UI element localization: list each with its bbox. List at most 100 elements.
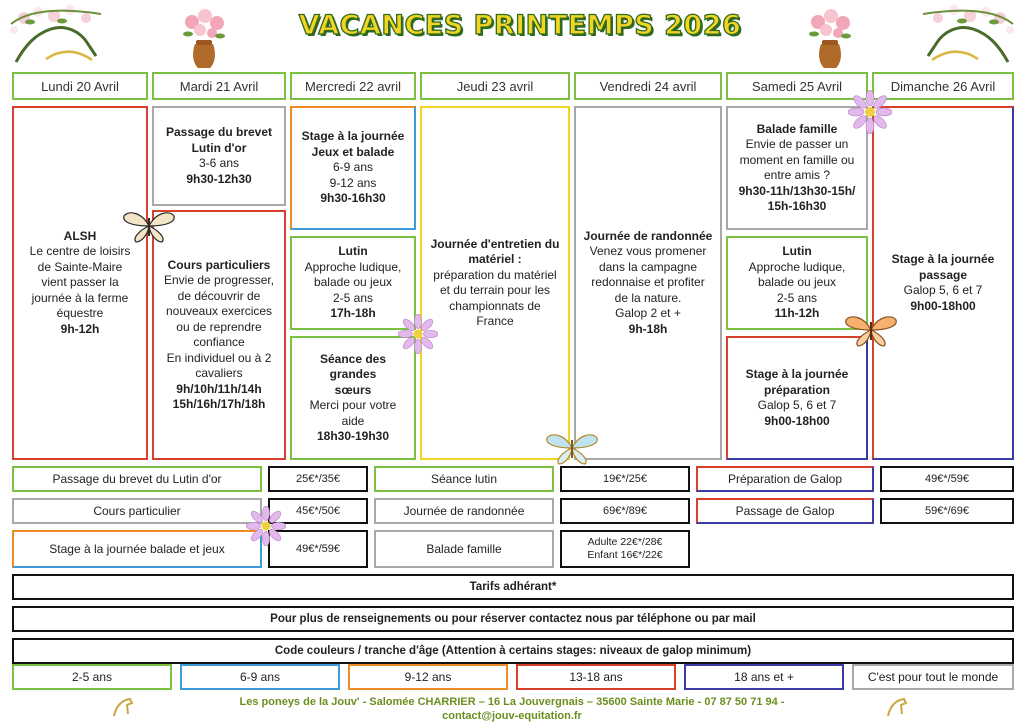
- activity-stage-passage: Stage à la journée passage Galop 5, 6 et…: [872, 106, 1014, 460]
- activity-time: 15h/16h/17h/18h: [172, 397, 266, 411]
- age-legend-6-9: 6-9 ans: [180, 664, 340, 690]
- activity-balade-famille: Balade famille Envie de passer un moment…: [726, 106, 868, 230]
- activity-line: Approche ludique,: [748, 259, 846, 274]
- price-label-randonnee: Journée de randonnée: [374, 498, 554, 524]
- age-legend-9-12: 9-12 ans: [348, 664, 508, 690]
- age-legend-2-5: 2-5 ans: [12, 664, 172, 690]
- activity-level: Galop 5, 6 et 7: [757, 398, 837, 412]
- activity-age: 2-5 ans: [776, 290, 818, 305]
- activity-level: Galop 2 et +: [615, 306, 681, 321]
- activity-time: 15h-16h30: [767, 199, 827, 213]
- activity-line: entre amis ?: [763, 168, 831, 182]
- activity-line: dans la campagne: [598, 259, 698, 274]
- activity-title: préparation: [763, 382, 830, 397]
- activity-stage-preparation: Stage à la journée préparation Galop 5, …: [726, 336, 868, 460]
- activity-line: vient passer la: [41, 275, 119, 290]
- activity-line: Merci pour votre: [309, 398, 397, 412]
- day-header-jeudi: Jeudi 23 avril: [420, 72, 570, 100]
- day-header-dimanche: Dimanche 26 Avril: [872, 72, 1014, 100]
- activity-title: Journée d'entretien du: [430, 236, 560, 251]
- price-value-lutin: 19€*/25€: [560, 466, 690, 492]
- horse-flowers-left-icon: [10, 5, 102, 63]
- activity-line: aide: [341, 413, 365, 428]
- activity-title: ALSH: [63, 228, 97, 243]
- activity-title: Jeux et balade: [311, 144, 395, 159]
- activity-line: préparation du matériel: [433, 267, 557, 282]
- activity-line: journée à la ferme: [31, 290, 129, 305]
- activity-line: équestre: [56, 306, 104, 321]
- price-label-stage: Stage à la journée balade et jeux: [12, 530, 262, 568]
- activity-age: 6-9 ans: [332, 160, 374, 175]
- footer-email: contact@jouv-equitation.fr: [442, 710, 582, 722]
- activity-line: redonnaise et profiter: [591, 275, 705, 290]
- activity-randonnee: Journée de randonnée Venez vous promener…: [574, 106, 722, 460]
- activity-entretien-materiel: Journée d'entretien du matériel : prépar…: [420, 106, 570, 460]
- footer-address: Les poneys de la Jouv' - Salomée CHARRIE…: [239, 696, 785, 708]
- price-value-preparation: 49€*/59€: [880, 466, 1014, 492]
- horse-logo-right-icon: [887, 697, 908, 717]
- activity-line: ou de reprendre: [176, 319, 262, 334]
- activity-line: En individuel ou à 2: [166, 350, 272, 365]
- activity-title: Séance des: [319, 351, 387, 366]
- activity-title: Stage à la journée: [745, 367, 849, 381]
- daisy-flower-icon: [848, 90, 892, 134]
- activity-seance-grandes-soeurs: Séance des grandes sœurs Merci pour votr…: [290, 336, 416, 460]
- activity-line: championnats de: [449, 298, 541, 313]
- activity-age: 2-5 ans: [332, 290, 374, 305]
- activity-title: Stage à la journée: [891, 252, 995, 266]
- activity-line: balade ou jeux: [757, 275, 837, 290]
- activity-title: Journée de randonnée: [583, 228, 713, 243]
- price-value-stage: 49€*/59€: [268, 530, 368, 568]
- activity-title: Passage du brevet: [165, 125, 273, 139]
- activity-line: Approche ludique,: [304, 259, 402, 274]
- activity-title: grandes: [329, 367, 377, 381]
- color-code-note: Code couleurs / tranche d'âge (Attention…: [12, 638, 1014, 664]
- horse-flowers-right-icon: [922, 5, 1014, 63]
- activity-line: et du terrain pour les: [439, 283, 551, 297]
- activity-line: Envie de progresser,: [163, 273, 275, 287]
- price-value-famille: Adulte 22€*/28€ Enfant 16€*/22€: [560, 530, 690, 568]
- daisy-flower-icon: [246, 506, 286, 546]
- activity-age: 9-12 ans: [329, 175, 377, 190]
- day-header-samedi: Samedi 25 Avril: [726, 72, 868, 100]
- activity-line: de découvrir de: [177, 288, 261, 303]
- activity-title: Balade famille: [756, 121, 838, 136]
- daisy-flower-icon: [398, 314, 438, 354]
- activity-line: confiance: [193, 335, 245, 349]
- price-value-cours: 45€*/50€: [268, 498, 368, 524]
- flower-vase-left-icon: [183, 9, 225, 68]
- activity-title: passage: [918, 267, 968, 282]
- activity-line: moment en famille ou: [739, 152, 855, 167]
- activity-time: 9h30-16h30: [320, 191, 386, 206]
- activity-age: 3-6 ans: [198, 156, 240, 170]
- activity-line: Venez vous promener: [589, 244, 707, 259]
- activity-time: 11h-12h: [774, 306, 820, 321]
- price-famille-child: Enfant 16€*/22€: [587, 549, 663, 561]
- activity-alsh: ALSH Le centre de loisirs de Sainte-Mair…: [12, 106, 148, 460]
- price-label-passage: Passage de Galop: [696, 498, 874, 524]
- activity-level: Galop 5, 6 et 7: [903, 283, 983, 297]
- age-legend-13-18: 13-18 ans: [516, 664, 676, 690]
- activity-time: 9h00-18h00: [764, 413, 830, 428]
- day-header-lundi: Lundi 20 Avril: [12, 72, 148, 100]
- activity-lutin-mercredi: Lutin Approche ludique, balade ou jeux 2…: [290, 236, 416, 330]
- activity-line: Envie de passer un: [745, 137, 849, 151]
- day-header-vendredi: Vendredi 24 avril: [574, 72, 722, 100]
- activity-title: Lutin: [782, 244, 812, 259]
- activity-title: Cours particuliers: [167, 257, 271, 272]
- price-famille-adult: Adulte 22€*/28€: [587, 536, 663, 548]
- activity-time: 9h30-11h/13h30-15h/: [738, 183, 856, 198]
- activity-title: Lutin d'or: [191, 140, 247, 155]
- activity-time: 9h-18h: [628, 321, 668, 336]
- flower-vase-right-icon: [809, 9, 851, 68]
- activity-line: nouveaux exercices: [165, 304, 273, 318]
- price-label-lutin: Séance lutin: [374, 466, 554, 492]
- price-value-passage: 59€*/69€: [880, 498, 1014, 524]
- activity-stage-jeux-balade: Stage à la journée Jeux et balade 6-9 an…: [290, 106, 416, 230]
- contact-note: Pour plus de renseignements ou pour rése…: [12, 606, 1014, 632]
- activity-line: balade ou jeux: [313, 275, 393, 290]
- activity-line: cavaliers: [195, 366, 243, 380]
- butterfly-icon: [123, 212, 175, 243]
- activity-brevet: Passage du brevet Lutin d'or 3-6 ans 9h3…: [152, 106, 286, 206]
- day-header-mercredi: Mercredi 22 avril: [290, 72, 416, 100]
